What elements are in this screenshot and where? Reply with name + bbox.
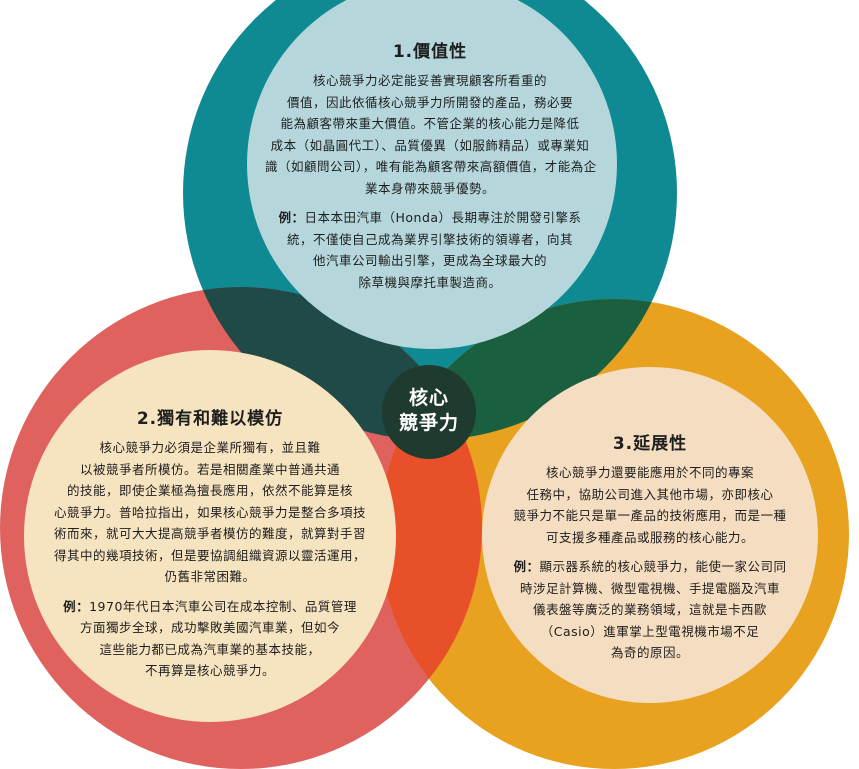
panel-extend-example: 例：顯示器系統的核心競爭力，能使一家公司同 時涉足計算機、微型電視機、手提電腦及… <box>495 556 805 664</box>
example-text: 日本本田汽車（Honda）長期專注於開發引擎系 <box>304 210 582 225</box>
panel-value-title: 1.價值性 <box>392 42 468 62</box>
body-line: 心競爭力。普哈拉指出，如果核心競爭力是整合多項技 <box>53 504 366 520</box>
example-line: 不再算是核心競爭力。 <box>144 663 275 678</box>
body-line: 能為顧客帶來重大價值。不管企業的核心能力是降低 <box>280 116 580 131</box>
example-label: 例： <box>278 210 305 225</box>
body-line: 術而來，就可大大提高競爭者模仿的難度，就算對手習 <box>53 526 366 541</box>
body-line: 價值，因此依循核心競爭力所開發的產品，務必要 <box>286 94 573 110</box>
body-line: 的技能，即使企業極為擅長應用，依然不能算是核 <box>66 483 353 498</box>
panel-value-example: 例：日本本田汽車（Honda）長期專注於開發引擎系 統，不僅使自己成為業界引擎技… <box>265 207 595 293</box>
example-text: 1970年代日本汽車公司在成本控制、品質管理 <box>89 598 357 614</box>
example-line: 他汽車公司輸出引擎，更成為全球最大的 <box>312 253 547 268</box>
example-line: 這些能力都已成為汽車業的基本技能， <box>99 641 321 657</box>
example-line: 儀表盤等廣泛的業務領域，這就是卡西歐 <box>532 602 767 617</box>
body-line: 核心競爭力必須是企業所獨有，並且難 <box>99 440 321 455</box>
panel-bg-unique <box>24 350 396 722</box>
panel-value-body: 核心競爭力必定能妥善實現顧客所看重的 價值，因此依循核心競爭力所開發的產品，務必… <box>265 70 597 199</box>
body-line: 得其中的幾項技術，但是要協調組織資源以靈活運用， <box>53 547 366 563</box>
example-line: 時涉足計算機、微型電視機、手提電腦及汽車 <box>519 580 780 596</box>
body-line: 以被競爭者所模仿。若是相關產業中普通共通 <box>79 461 340 477</box>
center-line-1: 核心 <box>408 387 449 409</box>
body-line: 可支援多種產品或服務的核心能力。 <box>545 529 754 545</box>
example-line: （Casio）進軍掌上型電視機市場不足 <box>540 623 760 639</box>
body-line: 競爭力不能只是單一產品的技術應用，而是一種 <box>513 508 787 523</box>
body-line: 核心競爭力必定能妥善實現顧客所看重的 <box>312 73 547 88</box>
panel-unique: 2.獨有和難以模仿 核心競爭力必須是企業所獨有，並且難 以被競爭者所模仿。若是相… <box>40 407 380 682</box>
example-line: 除草機與摩托車製造商。 <box>358 274 502 290</box>
overlap-value-extend <box>379 299 677 440</box>
panel-bg-extend <box>482 367 818 703</box>
panel-value: 1.價值性 核心競爭力必定能妥善實現顧客所看重的 價值，因此依循核心競爭力所開發… <box>265 40 597 293</box>
example-label: 例： <box>63 598 90 614</box>
panel-extend-body: 核心競爭力還要能應用於不同的專案 任務中，協助公司進入其他市場，亦即核心 競爭力… <box>495 462 805 548</box>
center-label: 核心 競爭力 <box>384 386 474 436</box>
body-line: 任務中，協助公司進入其他市場，亦即核心 <box>526 486 774 502</box>
panel-unique-example: 例：1970年代日本汽車公司在成本控制、品質管理 方面獨步全球，成功擊敗美國汽車… <box>40 596 380 682</box>
example-label: 例： <box>513 559 540 574</box>
panel-extend-title: 3.延展性 <box>612 434 688 454</box>
body-line: 核心競爭力還要能應用於不同的專案 <box>545 465 754 480</box>
example-line: 例：日本本田汽車（Honda）長期專注於開發引擎系 <box>265 207 595 229</box>
example-line: 例：1970年代日本汽車公司在成本控制、品質管理 <box>40 596 380 618</box>
example-line: 方面獨步全球，成功擊敗美國汽車業，但如今 <box>79 620 340 635</box>
center-line-2: 競爭力 <box>398 412 459 434</box>
body-line: 成本（如晶圓代工）、品質優異（如服飾精品）或專業知 <box>270 137 590 153</box>
example-text: 顯示器系統的核心競爭力，能使一家公司同 <box>539 559 787 574</box>
panel-unique-title: 2.獨有和難以模仿 <box>136 409 284 429</box>
panel-unique-body: 核心競爭力必須是企業所獨有，並且難 以被競爭者所模仿。若是相關產業中普通共通 的… <box>40 437 380 588</box>
body-line: 業本身帶來競爭優勢。 <box>364 180 495 196</box>
body-line: 仍舊非常困難。 <box>164 569 256 584</box>
example-line: 統，不僅使自己成為業界引擎技術的領導者，向其 <box>286 231 573 247</box>
overlap-value-unique <box>183 287 482 440</box>
example-line: 為奇的原因。 <box>610 645 689 660</box>
example-line: 例：顯示器系統的核心競爭力，能使一家公司同 <box>495 556 805 578</box>
panel-extend: 3.延展性 核心競爭力還要能應用於不同的專案 任務中，協助公司進入其他市場，亦即… <box>495 432 805 664</box>
center-hub <box>382 365 476 459</box>
panel-bg-value <box>247 0 617 349</box>
body-line: 識（如顧問公司），唯有能為顧客帶來高額價值，才能為企 <box>265 159 597 174</box>
